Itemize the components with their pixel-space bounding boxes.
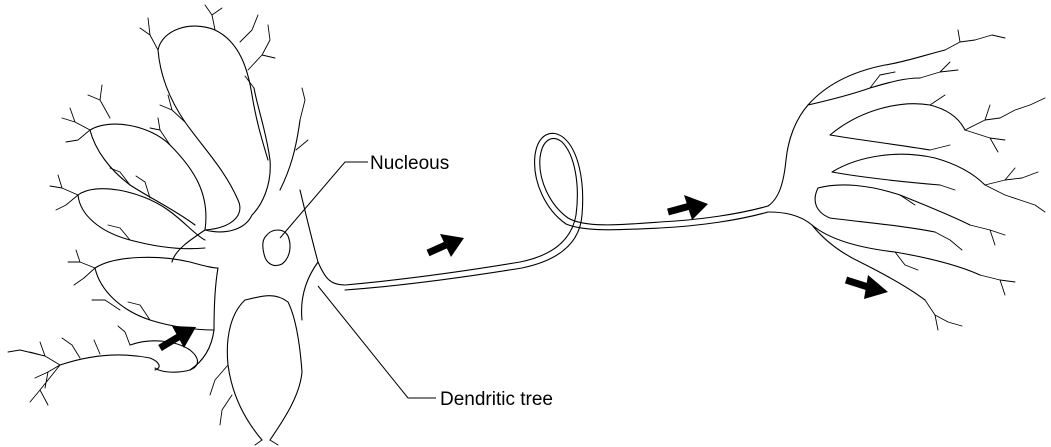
nucleus-label: Nucleous <box>370 154 449 173</box>
arrow-terminal-output <box>846 275 888 299</box>
terminal-lobe-4 <box>812 225 980 300</box>
dendrite-lobe-bottom-right <box>227 300 302 440</box>
nucleus-leader <box>280 162 368 238</box>
dendrite-lobe-bottom <box>60 341 198 370</box>
terminal-lobe-2 <box>832 154 985 185</box>
dendrite-lobe-upper-left <box>90 124 206 230</box>
dendrite-lobe-top <box>158 26 268 230</box>
terminal-lobe-3 <box>815 185 970 232</box>
terminal-lobe-1 <box>830 104 965 150</box>
dendritic-tree-leader <box>318 286 436 398</box>
terminal-body <box>768 50 945 225</box>
arrow-axon-distal <box>668 195 708 220</box>
arrow-axon-proximal <box>428 234 464 257</box>
nucleus-shape <box>263 230 290 266</box>
terminal-branches <box>870 30 1045 330</box>
dendrite-branches-left <box>8 5 308 445</box>
dendrite-lobe-lower-left <box>95 257 218 330</box>
dendritic-tree-label: Dendritic tree <box>440 390 553 409</box>
